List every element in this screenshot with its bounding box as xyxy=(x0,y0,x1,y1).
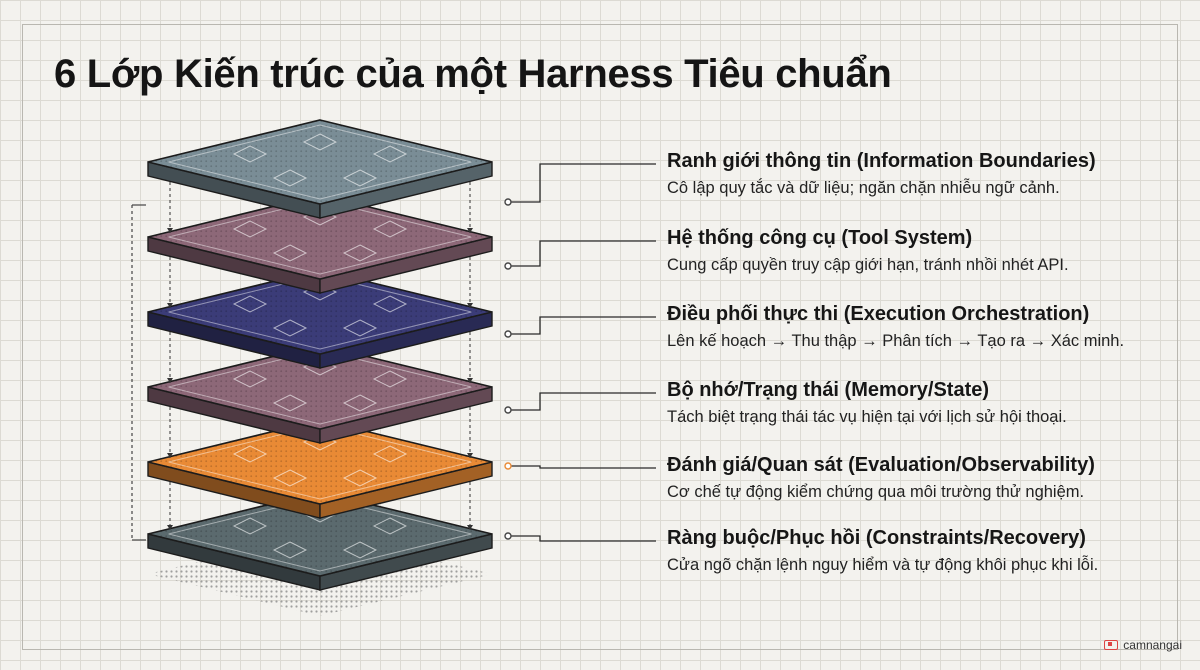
layer-inner-border xyxy=(168,424,472,500)
layer-2 xyxy=(147,194,493,294)
arrow-right-head-icon xyxy=(467,228,473,233)
layer-inner-border xyxy=(168,124,472,200)
connector-line xyxy=(508,535,656,542)
layer-description: Cung cấp quyền truy cập giới hạn, tránh … xyxy=(667,256,1069,274)
layer-glyph-icon xyxy=(272,244,308,262)
layer-glyph-icon xyxy=(272,469,308,487)
layer-glyph-icon xyxy=(232,445,268,463)
layer-glyph-icon xyxy=(372,370,408,388)
connector-line xyxy=(508,465,656,469)
brand-name: camnangai xyxy=(1123,638,1182,652)
layer-heading: Điều phối thực thi (Execution Orchestrat… xyxy=(667,303,1090,325)
connector-line xyxy=(508,392,656,411)
arrow-right-head-icon xyxy=(467,453,473,458)
layer-glyph-icon xyxy=(342,394,378,412)
connector-dot xyxy=(504,262,512,270)
arrow-left-head-icon xyxy=(167,378,173,383)
layer-texture xyxy=(148,420,492,504)
layer-description: Cô lập quy tắc và dữ liệu; ngăn chặn nhi… xyxy=(667,179,1060,197)
layer-description: Tách biệt trạng thái tác vụ hiện tại với… xyxy=(667,408,1067,426)
layer-glyph-icon xyxy=(342,244,378,262)
layer-glyph-icon xyxy=(272,169,308,187)
layer-label-tool-system: Hệ thống công cụ (Tool System) Cung cấp … xyxy=(667,227,1187,275)
layer-glyph-icon xyxy=(372,220,408,238)
layer-glyph-icon xyxy=(272,319,308,337)
layer-4 xyxy=(147,344,493,444)
arrow-left-head-icon xyxy=(167,453,173,458)
layer-heading: Ràng buộc/Phục hồi (Constraints/Recovery… xyxy=(667,527,1086,549)
layer-inner-border xyxy=(168,349,472,425)
layer-glyph-icon xyxy=(272,394,308,412)
layer-description: Cửa ngõ chặn lệnh nguy hiểm và tự động k… xyxy=(667,556,1099,574)
layer-description: Cơ chế tự động kiểm chứng qua môi trường… xyxy=(667,483,1085,501)
brand-watermark: camnangai xyxy=(1104,638,1182,652)
layer-6 xyxy=(147,491,493,591)
layer-glyph-icon xyxy=(342,319,378,337)
arrow-left-head-icon xyxy=(167,228,173,233)
layer-label-information-boundaries: Ranh giới thông tin (Information Boundar… xyxy=(667,150,1187,198)
layer-inner-border xyxy=(168,274,472,350)
layer-glyph-icon xyxy=(232,295,268,313)
layer-glyph-icon xyxy=(372,295,408,313)
layer-5 xyxy=(147,419,493,519)
arrow-right-head-icon xyxy=(467,525,473,530)
layer-texture xyxy=(148,492,492,576)
layer-inner-border xyxy=(168,199,472,275)
arrow-left-head-icon xyxy=(167,303,173,308)
connector-dot xyxy=(504,462,512,470)
layer-description: Lên kế hoạch → Thu thập → Phân tích → Tạ… xyxy=(667,332,1125,350)
connector-dot xyxy=(504,532,512,540)
connector-line xyxy=(508,163,656,203)
layer-heading: Ranh giới thông tin (Information Boundar… xyxy=(667,150,1096,172)
layer-label-evaluation-observability: Đánh giá/Quan sát (Evaluation/Observabil… xyxy=(667,454,1187,502)
layer-texture xyxy=(148,195,492,279)
connector-line xyxy=(508,316,656,335)
brand-logo-icon xyxy=(1104,640,1119,650)
arrow-left-head-icon xyxy=(167,525,173,530)
connector-dot xyxy=(504,406,512,414)
connector-dot xyxy=(504,330,512,338)
layer-inner-border xyxy=(168,496,472,572)
connector-dot xyxy=(504,198,512,206)
connector-line xyxy=(508,240,656,267)
layer-label-constraints-recovery: Ràng buộc/Phục hồi (Constraints/Recovery… xyxy=(667,527,1187,575)
layer-glyph-icon xyxy=(342,169,378,187)
layer-glyph-icon xyxy=(372,145,408,163)
layer-glyph-icon xyxy=(372,517,408,535)
layer-glyph-icon xyxy=(302,133,338,151)
arrow-right-head-icon xyxy=(467,303,473,308)
layer-glyph-icon xyxy=(232,517,268,535)
layer-glyph-icon xyxy=(372,445,408,463)
arrow-right-head-icon xyxy=(467,378,473,383)
page-title: 6 Lớp Kiến trúc của một Harness Tiêu chu… xyxy=(54,52,892,96)
layer-glyph-icon xyxy=(342,541,378,559)
layer-texture xyxy=(148,270,492,354)
layer-texture xyxy=(148,345,492,429)
layer-glyph-icon xyxy=(342,469,378,487)
layer-glyph-icon xyxy=(232,370,268,388)
layer-glyph-icon xyxy=(232,220,268,238)
layer-heading: Đánh giá/Quan sát (Evaluation/Observabil… xyxy=(667,454,1095,476)
layer-label-memory-state: Bộ nhớ/Trạng thái (Memory/State) Tách bi… xyxy=(667,379,1187,427)
layer-3 xyxy=(147,269,493,369)
layer-glyph-icon xyxy=(272,541,308,559)
layer-heading: Hệ thống công cụ (Tool System) xyxy=(667,227,973,249)
layer-glyph-icon xyxy=(232,145,268,163)
layer-texture xyxy=(148,120,492,204)
layer-1 xyxy=(147,119,493,219)
diagram-frame xyxy=(22,24,1178,650)
layer-heading: Bộ nhớ/Trạng thái (Memory/State) xyxy=(667,379,990,401)
layer-label-execution-orchestration: Điều phối thực thi (Execution Orchestrat… xyxy=(667,303,1187,351)
